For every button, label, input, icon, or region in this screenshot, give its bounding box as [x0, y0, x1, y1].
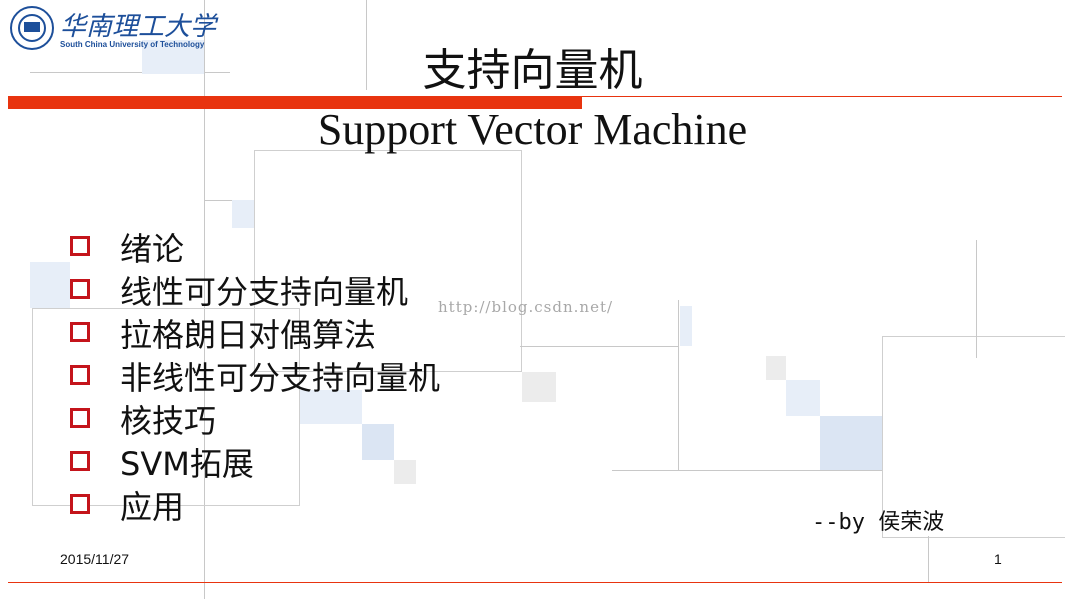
- decor-line: [612, 470, 882, 471]
- square-bullet-icon: [70, 494, 90, 514]
- square-bullet-icon: [70, 236, 90, 256]
- decor-square: [766, 356, 786, 380]
- blog-watermark: http://blog.csdn.net/: [438, 298, 614, 316]
- square-bullet-icon: [70, 408, 90, 428]
- university-seal-icon: [10, 6, 54, 50]
- square-bullet-icon: [70, 365, 90, 385]
- decor-square: [786, 380, 820, 416]
- author-credit: --by 侯荣波: [812, 510, 945, 535]
- square-bullet-icon: [70, 451, 90, 471]
- decor-line: [678, 300, 679, 470]
- decor-box: [32, 308, 300, 506]
- slide-date: 2015/11/27: [60, 551, 130, 567]
- outline-item: 绪论: [68, 228, 440, 271]
- outline-item: 拉格朗日对偶算法: [68, 314, 440, 357]
- decor-square: [522, 372, 556, 402]
- decor-square: [680, 306, 692, 346]
- decor-line: [520, 346, 678, 347]
- outline-item-label: 核技巧: [120, 402, 217, 440]
- decor-square: [300, 390, 362, 424]
- slide-page-number: 1: [994, 551, 1002, 567]
- decor-square: [30, 262, 70, 308]
- decor-square: [142, 40, 204, 74]
- slide-title-chinese: 支持向量机: [422, 45, 643, 96]
- logo-english-name: South China University of Technology: [60, 40, 205, 49]
- slide-title-english: Support Vector Machine: [317, 105, 748, 154]
- decor-line: [928, 536, 929, 582]
- outline-item-label: 非线性可分支持向量机: [120, 359, 441, 397]
- outline-item-label: 线性可分支持向量机: [120, 273, 409, 311]
- outline-list: 绪论 线性可分支持向量机 拉格朗日对偶算法 非线性可分支持向量机 核技巧 SVM…: [68, 228, 440, 529]
- decor-line: [204, 200, 254, 201]
- square-bullet-icon: [70, 322, 90, 342]
- decor-line: [366, 0, 367, 90]
- outline-item: 非线性可分支持向量机: [68, 357, 440, 400]
- outline-item: SVM拓展: [68, 443, 440, 486]
- footer-divider: [8, 582, 1062, 583]
- square-bullet-icon: [70, 279, 90, 299]
- decor-square: [394, 460, 416, 484]
- outline-item-label: 应用: [120, 488, 185, 526]
- decor-square: [232, 200, 254, 228]
- title-accent-line: [582, 96, 1062, 97]
- decor-line: [204, 0, 205, 599]
- decor-line: [30, 72, 230, 73]
- decor-box: [882, 336, 1065, 538]
- university-logo: 华南理工大学 South China University of Technol…: [10, 6, 216, 52]
- logo-chinese-name: 华南理工大学: [60, 12, 217, 42]
- title-accent-bar: [8, 96, 582, 109]
- decor-line: [976, 240, 977, 358]
- outline-item: 线性可分支持向量机: [68, 271, 440, 314]
- outline-item-label: SVM拓展: [120, 445, 254, 483]
- decor-box: [254, 150, 522, 372]
- outline-item-label: 绪论: [120, 230, 185, 268]
- decor-square: [362, 424, 394, 460]
- outline-item: 核技巧: [68, 400, 440, 443]
- outline-item: 应用: [68, 486, 440, 529]
- decor-square: [820, 416, 882, 470]
- outline-item-label: 拉格朗日对偶算法: [120, 316, 377, 354]
